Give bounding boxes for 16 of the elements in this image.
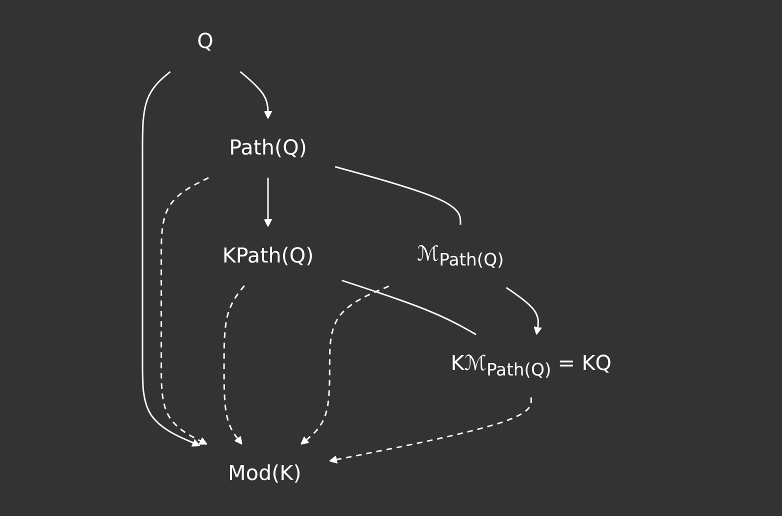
node-text: Mod(K) xyxy=(228,462,302,486)
arrow xyxy=(506,286,542,335)
arrow xyxy=(142,71,200,447)
node-text: KPath(Q) xyxy=(222,244,314,268)
arrow xyxy=(240,71,272,120)
arrow xyxy=(328,397,532,464)
node-text: Kℳ$_{Path(Q)}$ = KQ xyxy=(450,352,612,380)
node-text: ℳ$_{Path(Q)}$ xyxy=(416,242,504,270)
arrow xyxy=(300,286,389,445)
node-text: Path(Q) xyxy=(229,136,307,160)
connector xyxy=(342,280,476,336)
arrow xyxy=(160,177,209,445)
arrow xyxy=(223,285,245,445)
connector xyxy=(334,166,462,225)
node-text: Q xyxy=(197,30,214,54)
arrow xyxy=(264,178,272,227)
